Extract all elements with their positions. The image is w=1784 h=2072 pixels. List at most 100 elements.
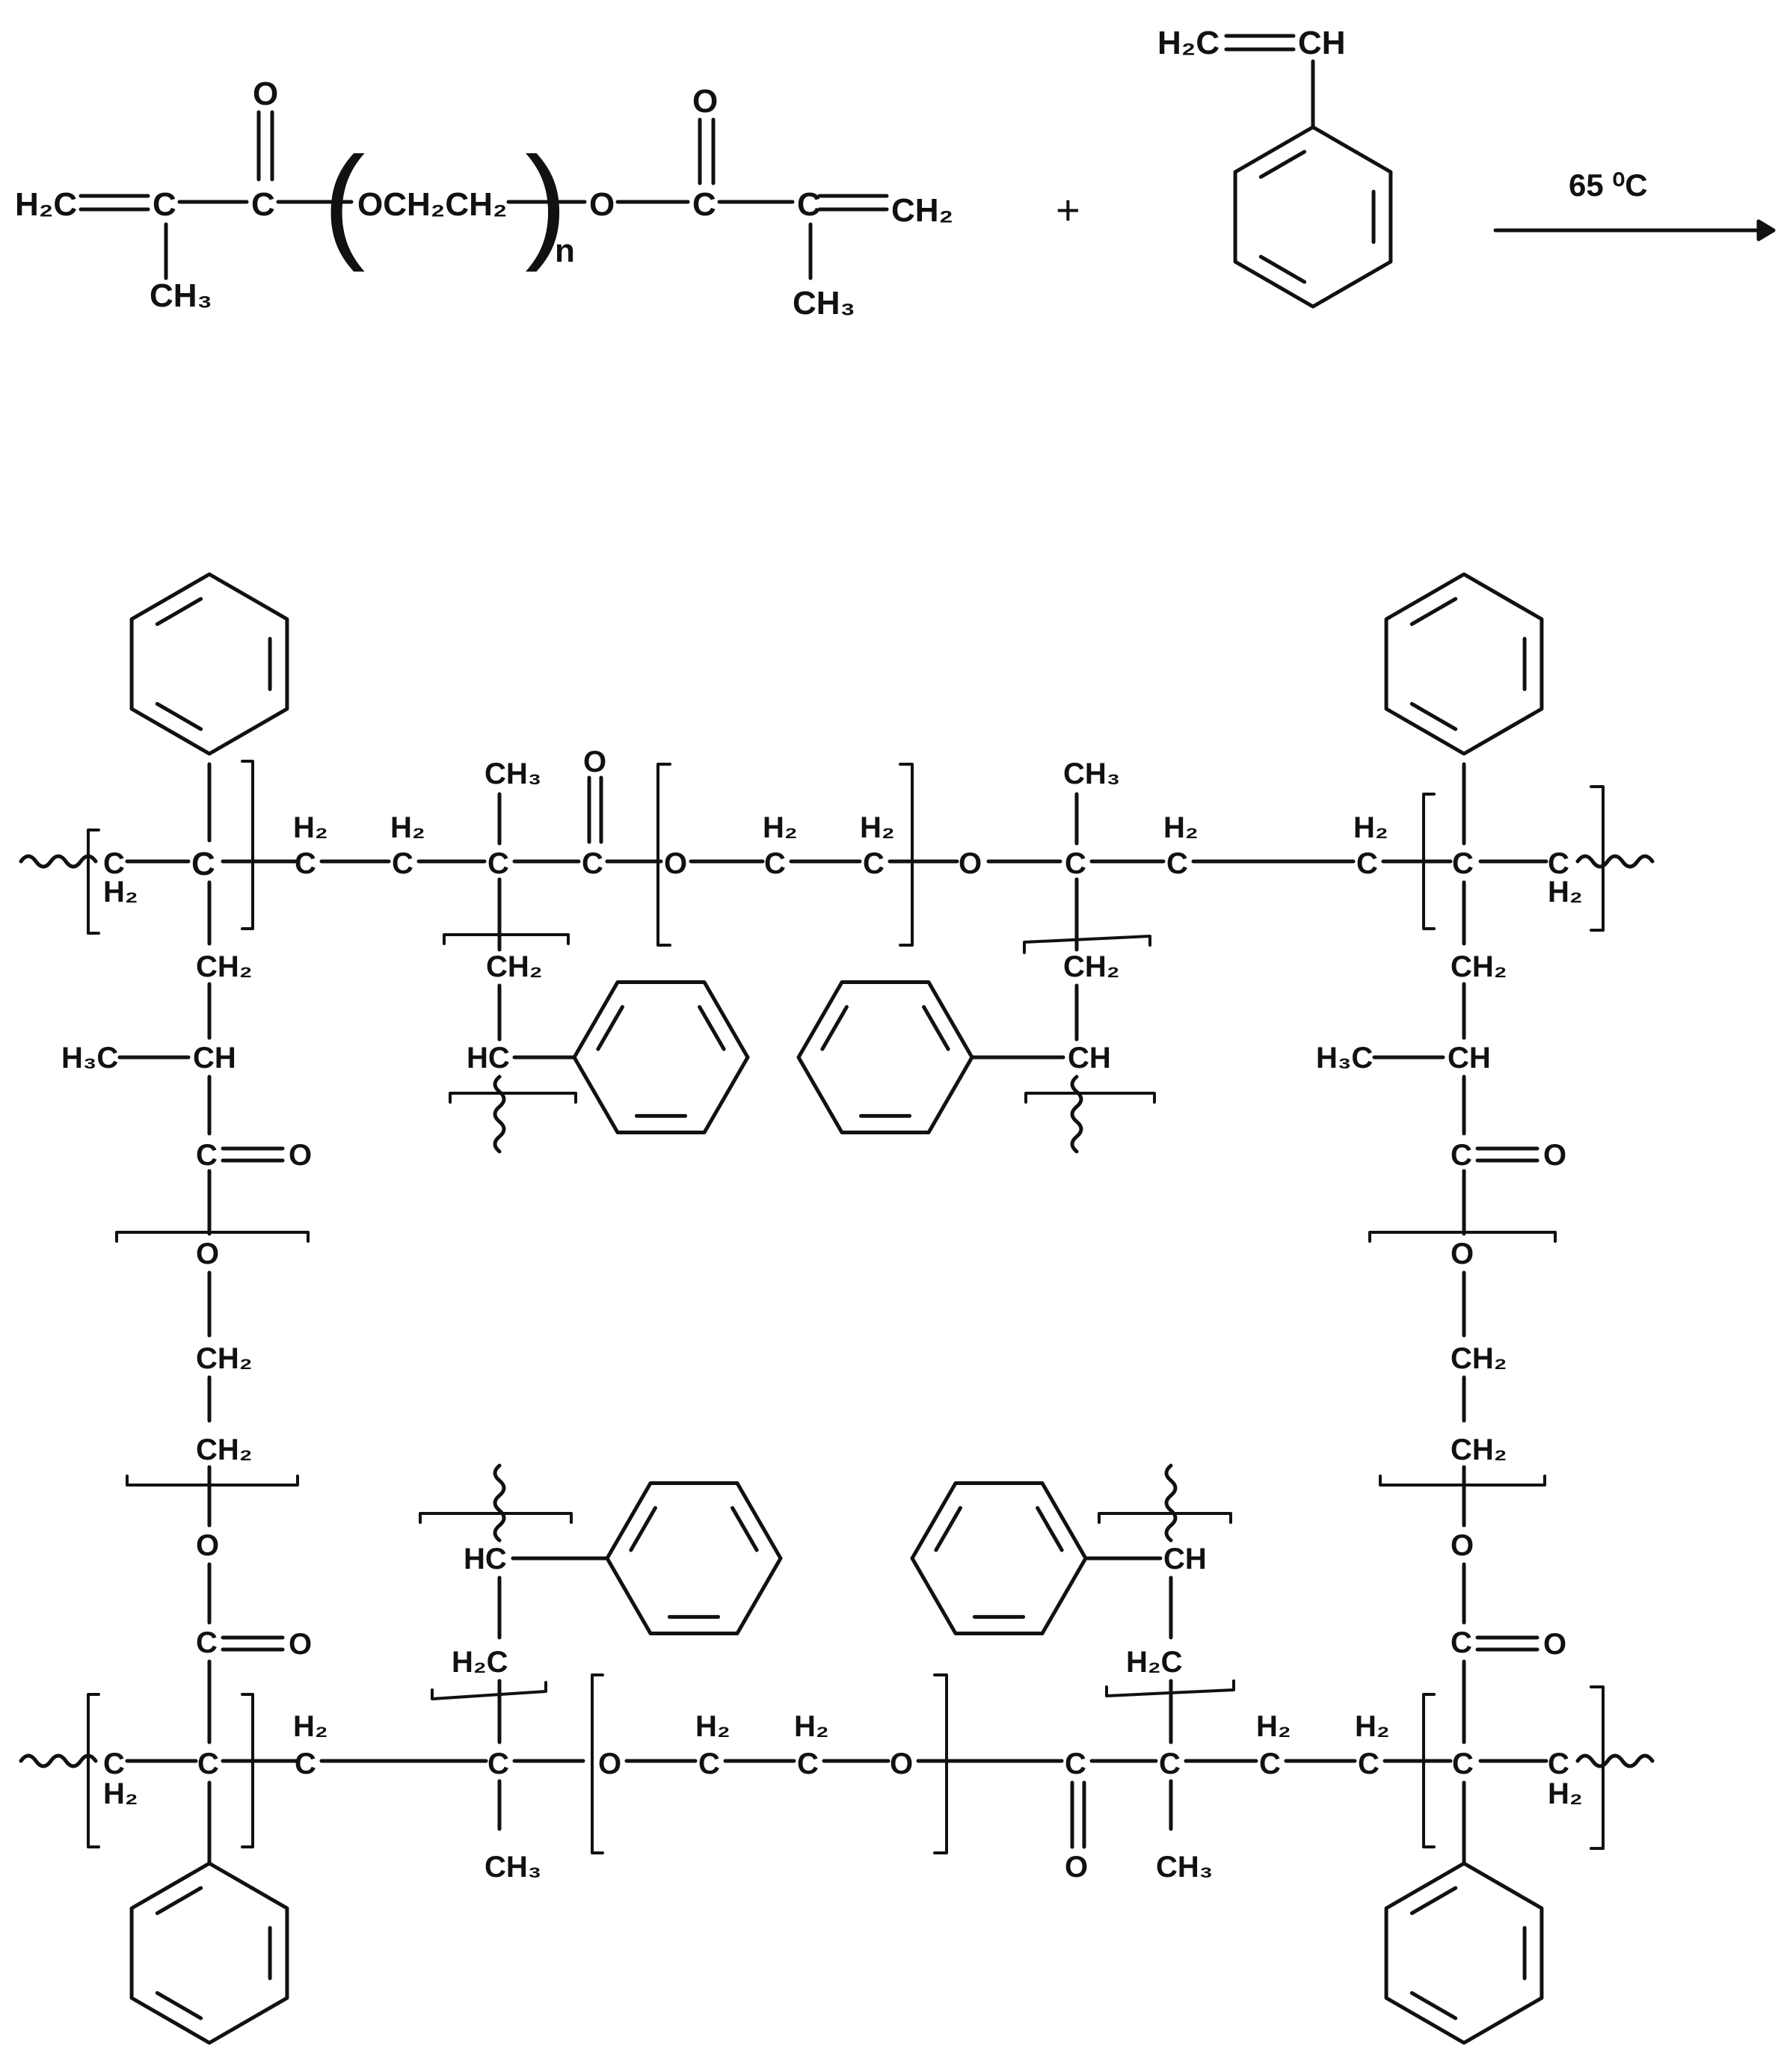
methine-ch-label: CH [1448, 1042, 1491, 1075]
styrene-h2c-label: H₂C [1157, 25, 1219, 61]
ether-oxygen-label: O [196, 1238, 219, 1270]
styryl-carbon-label: C [191, 846, 215, 882]
benzene-ring-icon [1233, 125, 1393, 309]
repeat-bracket-left [591, 1673, 604, 1854]
methylene-carbon-label: C [698, 1747, 720, 1780]
aromatic-double-bond [922, 1005, 950, 1051]
repeat-bracket-top [1368, 1231, 1557, 1243]
repeat-bracket-top [1023, 935, 1151, 954]
methyl-label: CH₃ [1156, 1851, 1213, 1884]
chain-continuation-squiggle [1070, 1075, 1083, 1154]
repeat-bracket-left [1422, 1693, 1436, 1848]
methyl-label: CH₃ [485, 1851, 541, 1884]
aromatic-double-bond [1409, 597, 1458, 627]
methylene-h2-label: H₂ [293, 1710, 328, 1743]
crosslinked-network: C H₂ C H₂ C H₂ C C CH₃ C O O [19, 572, 1655, 2045]
branch-h2c-label: H₂C [1126, 1646, 1183, 1679]
benzene-ring-outline [572, 980, 750, 1134]
aromatic-double-bond [1258, 254, 1307, 284]
branch-ch2-label: CH₂ [1063, 950, 1120, 983]
methylene-h2-label: H₂ [860, 811, 895, 844]
quaternary-carbon-label: C [487, 1747, 509, 1780]
quaternary-carbon-label: C [487, 847, 509, 880]
aromatic-double-bond [155, 701, 203, 731]
repeat-bracket-right [241, 1693, 254, 1848]
methylene-carbon-label: C [1166, 847, 1188, 880]
bottom-right-styrene-branch: CH H₂C [910, 1463, 1235, 1744]
methylene-h2-label: H₂ [1163, 811, 1199, 844]
repeat-count-n: n [555, 233, 575, 269]
backbone-h2-label: H₂ [103, 1777, 138, 1810]
repeat-bracket-right [241, 760, 254, 930]
branch-h2c-label: H₂C [452, 1646, 508, 1679]
aromatic-double-bond [155, 1886, 203, 1916]
peg-ch2-label: CH₂ [1451, 1433, 1507, 1466]
methyl-label: CH₃ [150, 277, 212, 314]
benzene-ring-outline [1384, 1861, 1544, 2045]
backbone-carbon-label: C [1548, 1747, 1569, 1780]
repeat-bracket-left [87, 829, 100, 935]
aromatic-double-bond [1409, 701, 1458, 731]
ether-oxygen-label: O [196, 1529, 219, 1562]
aromatic-double-bond [1036, 1506, 1064, 1552]
bottom-backbone-chain: C H₂ C H₂ C C CH₃ O H₂ C H₂ C O [19, 1673, 1655, 2045]
methylene-h2-label: H₂ [390, 811, 425, 844]
methyl2-label: CH₃ [793, 285, 855, 322]
repeat-bracket-right [899, 763, 914, 947]
carbonyl2-oxygen-label: O [692, 83, 718, 120]
right-crosslink: CH₂ H₃C CH C O O CH₂ CH₂ O C O [1316, 950, 1566, 1744]
styryl-carbon-label: C [1452, 847, 1474, 880]
methylene-carbon-label: C [1358, 1747, 1379, 1780]
ester-carbon-label: C [1451, 1139, 1472, 1172]
repeat-bracket-bottom [126, 1475, 299, 1487]
aromatic-double-bond [1409, 1886, 1458, 1916]
branch-ch-label: CH [1068, 1042, 1111, 1075]
methylene-carbon-label: C [1356, 847, 1378, 880]
methylene-h2-label: H₂ [1355, 1710, 1390, 1743]
backbone-h2-label: H₂ [1548, 876, 1583, 909]
peg-ch2-label: CH₂ [196, 1342, 253, 1375]
benzene-ring-icon [572, 980, 750, 1134]
ether-oxygen-label: O [598, 1747, 621, 1780]
carbonyl-oxygen-label: O [1543, 1139, 1566, 1172]
methylene-carbon-label: C [1259, 1747, 1281, 1780]
ester-carbon-label: C [1451, 1626, 1472, 1659]
styryl-carbon-label: C [197, 1747, 219, 1780]
reaction-temperature-label: 65 ⁰C [1569, 167, 1648, 203]
branch-ch2-label: CH₂ [486, 950, 543, 983]
ether-oxygen-label: O [1451, 1238, 1474, 1270]
methylene-h2-label: H₂ [695, 1710, 730, 1743]
plus-sign: + [1056, 186, 1080, 233]
chain-continuation-squiggle [493, 1075, 506, 1154]
carbonyl-oxygen-label: O [583, 746, 606, 778]
repeat-bracket-bottom [1024, 1092, 1156, 1104]
repeat-bracket-top [1098, 1512, 1232, 1524]
quaternary-carbon-label: C [1065, 847, 1086, 880]
bottom-left-styrene-branch: HC H₂C [419, 1463, 783, 1744]
branch-ch-label: CH [1163, 1543, 1207, 1575]
methylene-carbon-label: C [392, 847, 413, 880]
repeat-bracket-right [1590, 1685, 1605, 1850]
chain-continuation-squiggle [493, 1463, 506, 1543]
methylene-h2-label: H₂ [1256, 1710, 1291, 1743]
aromatic-double-bond [155, 1990, 203, 2020]
repeat-unit-label: OCH₂CH₂ [357, 186, 507, 223]
repeat-bracket-right [1590, 785, 1605, 932]
methylene-carbon-label: C [295, 847, 316, 880]
carbonyl2-carbon-label: C [692, 186, 716, 223]
aromatic-double-bond [698, 1005, 726, 1051]
benzene-ring-outline [129, 1861, 289, 2045]
backbone-carbon-label: C [103, 1747, 125, 1780]
ester-carbon-label: C [196, 1139, 218, 1172]
methylene-carbon-label: C [797, 1747, 819, 1780]
aromatic-double-bond [730, 1506, 759, 1552]
methine-ch-label: CH [193, 1042, 236, 1075]
repeat-bracket-top [115, 1231, 310, 1243]
repeat-bracket-top [443, 933, 570, 945]
chain-continuation-squiggle [19, 854, 98, 869]
aromatic-double-bond [820, 1005, 849, 1051]
benzene-ring-icon [129, 572, 289, 756]
left-crosslink: CH₂ H₃C CH C O O CH₂ CH₂ O C O [61, 950, 312, 1744]
aromatic-double-bond [1258, 150, 1307, 179]
benzene-ring-outline [605, 1481, 783, 1635]
